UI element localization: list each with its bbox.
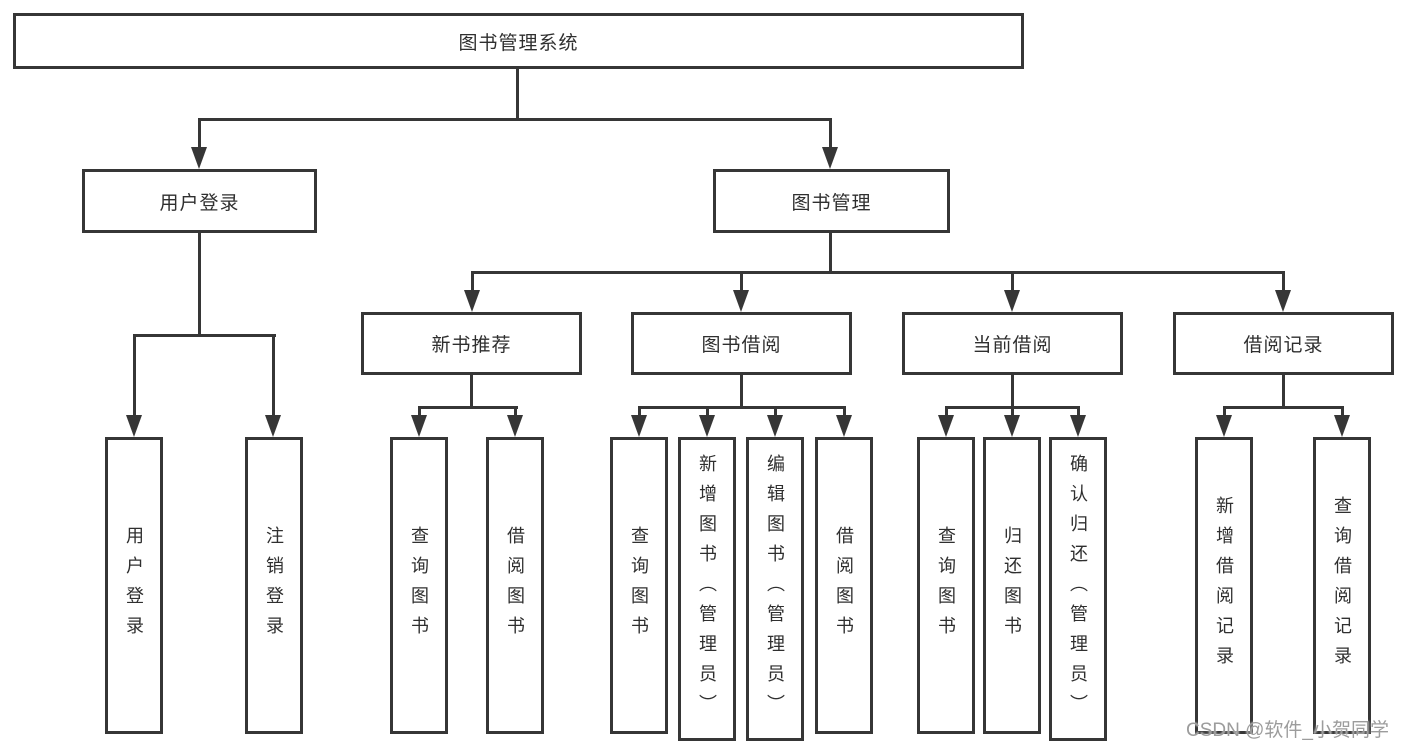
leaf-add-borrow-record: 新增借阅记录	[1195, 437, 1253, 734]
connector-drop	[272, 334, 275, 417]
connector-drop	[706, 406, 709, 418]
node-library-management-system: 图书管理系统	[13, 13, 1024, 69]
connector-drop	[1011, 271, 1014, 293]
leaf-borrow-books: 借阅图书	[815, 437, 873, 734]
connector-drop	[1341, 406, 1344, 418]
arrow-down-icon	[1275, 290, 1291, 312]
leaf-user-login: 用户登录	[105, 437, 163, 734]
arrow-down-icon	[464, 290, 480, 312]
leaf-label: 查询图书	[629, 525, 649, 646]
leaf-return-book: 归还图书	[983, 437, 1041, 734]
connector-drop	[198, 118, 201, 150]
connector-drop	[843, 406, 846, 418]
leaf-label: 注销登录	[264, 525, 284, 646]
connector-drop	[133, 334, 136, 417]
arrow-down-icon	[822, 147, 838, 169]
arrow-down-icon	[733, 290, 749, 312]
arrow-down-icon	[126, 415, 142, 437]
arrow-down-icon	[411, 415, 427, 437]
leaf-label: 编辑图书（管理员）	[765, 454, 785, 724]
arrow-down-icon	[938, 415, 954, 437]
connector-drop	[1077, 406, 1080, 418]
connector-new-book-bus	[418, 406, 518, 409]
arrow-down-icon	[767, 415, 783, 437]
leaf-label: 查询图书	[936, 525, 956, 646]
leaf-label: 归还图书	[1002, 525, 1022, 646]
csdn-watermark: CSDN @软件_小贺同学	[1186, 720, 1389, 741]
connector-root-trunk	[516, 68, 519, 121]
connector-user-login-bus	[133, 334, 276, 337]
arrow-down-icon	[507, 415, 523, 437]
connector-level3-bus	[471, 271, 1285, 274]
leaf-query-borrow-record: 查询借阅记录	[1313, 437, 1371, 734]
arrow-down-icon	[191, 147, 207, 169]
node-book-borrow: 图书借阅	[631, 312, 852, 375]
leaf-label: 借阅图书	[834, 525, 854, 646]
connector-new-book-trunk	[470, 375, 473, 409]
connector-drop	[945, 406, 948, 418]
leaf-label: 借阅图书	[505, 525, 525, 646]
leaf-add-book-admin: 新增图书（管理员）	[678, 437, 736, 741]
leaf-label: 查询借阅记录	[1332, 495, 1352, 676]
connector-current-borrow-trunk	[1011, 375, 1014, 409]
connector-drop	[774, 406, 777, 418]
connector-root-bus	[198, 118, 832, 121]
connector-drop	[514, 406, 517, 418]
leaf-confirm-return-admin: 确认归还（管理员）	[1049, 437, 1107, 741]
node-label: 图书管理系统	[458, 32, 579, 54]
arrow-down-icon	[1004, 290, 1020, 312]
connector-drop	[1223, 406, 1226, 418]
leaf-query-books-borrow: 查询图书	[610, 437, 668, 734]
arrow-down-icon	[1216, 415, 1232, 437]
leaf-edit-book-admin: 编辑图书（管理员）	[746, 437, 804, 741]
node-current-borrow: 当前借阅	[902, 312, 1123, 375]
node-label: 图书管理	[791, 192, 872, 214]
connector-drop	[1282, 271, 1285, 293]
node-label: 当前借阅	[972, 335, 1053, 356]
leaf-query-books-recommend: 查询图书	[390, 437, 448, 734]
arrow-down-icon	[265, 415, 281, 437]
leaf-label: 新增图书（管理员）	[697, 454, 717, 724]
leaf-label: 确认归还（管理员）	[1068, 454, 1088, 724]
connector-drop	[1011, 406, 1014, 418]
node-label: 用户登录	[159, 192, 240, 214]
connector-drop	[740, 271, 743, 293]
connector-borrow-records-bus	[1223, 406, 1344, 409]
node-new-book-recommend: 新书推荐	[361, 312, 582, 375]
connector-drop	[471, 271, 474, 293]
node-label: 借阅记录	[1243, 335, 1324, 356]
leaf-label: 新增借阅记录	[1214, 495, 1234, 676]
arrow-down-icon	[1004, 415, 1020, 437]
connector-user-login-trunk	[198, 233, 201, 337]
node-borrow-records: 借阅记录	[1173, 312, 1394, 375]
node-label: 图书借阅	[701, 335, 782, 356]
node-user-login: 用户登录	[82, 169, 317, 233]
leaf-label: 用户登录	[124, 525, 144, 646]
connector-drop	[418, 406, 421, 418]
arrow-down-icon	[836, 415, 852, 437]
node-label: 新书推荐	[431, 335, 512, 356]
leaf-logout: 注销登录	[245, 437, 303, 734]
leaf-label: 查询图书	[409, 525, 429, 646]
connector-book-borrow-trunk	[740, 375, 743, 409]
connector-book-borrow-bus	[638, 406, 846, 409]
connector-drop	[829, 118, 832, 150]
arrow-down-icon	[1334, 415, 1350, 437]
connector-drop	[638, 406, 641, 418]
arrow-down-icon	[631, 415, 647, 437]
leaf-query-books-current: 查询图书	[917, 437, 975, 734]
connector-book-management-trunk	[829, 233, 832, 274]
arrow-down-icon	[699, 415, 715, 437]
arrow-down-icon	[1070, 415, 1086, 437]
connector-borrow-records-trunk	[1282, 375, 1285, 409]
leaf-borrow-books-recommend: 借阅图书	[486, 437, 544, 734]
node-book-management: 图书管理	[713, 169, 950, 233]
